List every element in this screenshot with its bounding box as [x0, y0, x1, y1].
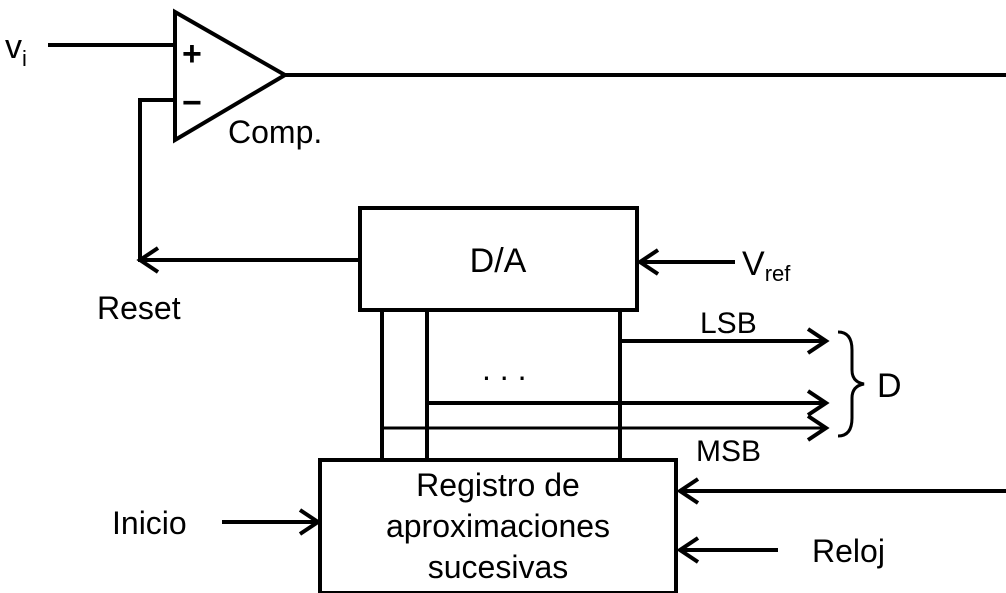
inicio-arrowhead	[298, 508, 322, 536]
comparator-triangle	[173, 8, 289, 144]
output-bus-label: D	[877, 367, 902, 405]
comparator-return-arrowhead	[676, 477, 700, 505]
reset-arrowhead	[136, 246, 160, 274]
comparator-plus-sign: +	[182, 35, 202, 73]
comparator-label: Comp.	[228, 114, 322, 150]
feedback-wire	[138, 98, 358, 262]
inicio-label: Inicio	[112, 505, 187, 541]
reset-label: Reset	[97, 290, 181, 326]
vi-label: vi	[5, 28, 27, 71]
msb-arrowhead	[806, 414, 830, 442]
reloj-arrowhead	[676, 536, 700, 564]
reloj-label: Reloj	[812, 533, 885, 569]
register-label-line2: aproximaciones	[386, 508, 610, 544]
dac-label: D/A	[470, 242, 527, 280]
register-label-line1: Registro de	[416, 467, 580, 503]
middle-bit-arrowhead	[806, 389, 830, 417]
register-block	[318, 458, 678, 593]
comparator-minus-sign: −	[182, 84, 202, 122]
dac-block	[358, 206, 639, 312]
vref-label: Vref	[742, 245, 791, 286]
output-bus-brace	[837, 330, 865, 438]
vref-arrowhead	[636, 248, 660, 276]
msb-label: MSB	[696, 435, 761, 468]
register-label-line3: sucesivas	[428, 549, 569, 585]
ellipsis-label: . . .	[482, 351, 526, 387]
lsb-arrowhead	[806, 327, 830, 355]
lsb-label: LSB	[700, 307, 757, 340]
